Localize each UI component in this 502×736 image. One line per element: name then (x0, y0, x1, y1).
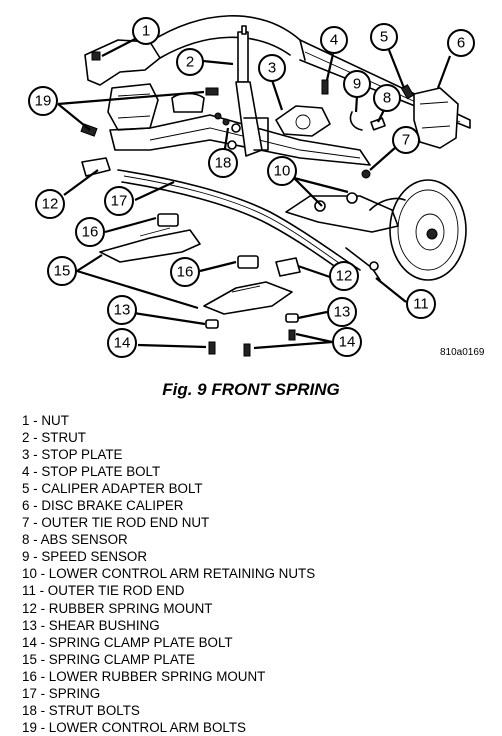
callout-label: 4 (330, 32, 338, 49)
callout-4: 4 (320, 26, 348, 54)
callout-label: 10 (274, 163, 291, 180)
legend-item: 14 - SPRING CLAMP PLATE BOLT (22, 634, 233, 650)
callout-19: 19 (28, 86, 58, 116)
leader-lines (57, 37, 452, 350)
callout-label: 13 (334, 304, 351, 321)
legend-item: 10 - LOWER CONTROL ARM RETAINING NUTS (22, 566, 316, 582)
legend-item: 13 - SHEAR BUSHING (22, 617, 160, 633)
callout-16-left: 16 (75, 217, 105, 247)
callout-label: 15 (54, 263, 71, 280)
legend-item: 4 - STOP PLATE BOLT (22, 464, 161, 480)
callout-13-right: 13 (327, 297, 357, 327)
figure-code: 810a0169 (440, 347, 485, 358)
callout-13-left: 13 (107, 295, 137, 325)
callout-16-right: 16 (170, 257, 200, 287)
callout-label: 18 (215, 155, 232, 172)
callout-label: 12 (42, 196, 59, 213)
callout-12-left: 12 (35, 189, 65, 219)
callout-label: 14 (114, 335, 131, 352)
legend-item: 19 - LOWER CONTROL ARM BOLTS (22, 719, 246, 735)
callout-17: 17 (104, 186, 134, 216)
callout-14-right: 14 (332, 327, 362, 357)
callout-8: 8 (373, 84, 401, 112)
callout-1: 1 (132, 17, 160, 45)
legend-item: 5 - CALIPER ADAPTER BOLT (22, 481, 203, 497)
legend-item: 6 - DISC BRAKE CALIPER (22, 498, 184, 514)
callout-label: 7 (402, 132, 410, 149)
callout-2: 2 (176, 48, 204, 76)
legend-item: 8 - ABS SENSOR (22, 532, 128, 548)
legend-item: 1 - NUT (22, 413, 69, 428)
callout-10: 10 (267, 156, 297, 186)
legend-item: 17 - SPRING (22, 685, 101, 701)
callout-label: 14 (339, 334, 356, 351)
legend-item: 16 - LOWER RUBBER SPRING MOUNT (22, 668, 266, 684)
callout-label: 9 (353, 76, 361, 93)
legend-item: 2 - STRUT (22, 430, 86, 446)
callout-label: 3 (268, 60, 276, 77)
callout-12-right: 12 (329, 261, 359, 291)
callout-11: 11 (406, 289, 436, 319)
parts-legend: 1 - NUT 2 - STRUT 3 - STOP PLATE 4 - STO… (22, 412, 315, 736)
callout-7: 7 (392, 126, 420, 154)
callout-label: 6 (457, 35, 465, 52)
front-spring-diagram: 1 2 3 4 5 6 7 8 9 10 11 12 12 13 13 14 1… (28, 15, 475, 358)
callout-15: 15 (47, 256, 77, 286)
callout-label: 1 (142, 23, 150, 40)
legend-item: 3 - STOP PLATE (22, 447, 123, 463)
legend-item: 11 - OUTER TIE ROD END (22, 583, 185, 599)
callout-label: 16 (177, 264, 194, 281)
callout-label: 8 (383, 90, 391, 107)
callout-3: 3 (258, 54, 286, 82)
callout-label: 16 (82, 224, 99, 241)
callout-5: 5 (370, 23, 398, 51)
callout-label: 12 (336, 268, 353, 285)
callout-14-left: 14 (107, 328, 137, 358)
callout-label: 17 (111, 193, 128, 210)
callout-label: 13 (114, 302, 131, 319)
legend-item: 12 - RUBBER SPRING MOUNT (22, 600, 213, 616)
figure-caption: Fig. 9 FRONT SPRING (162, 380, 340, 399)
callout-label: 5 (380, 29, 388, 46)
legend-item: 9 - SPEED SENSOR (22, 549, 148, 565)
legend-item: 7 - OUTER TIE ROD END NUT (22, 515, 210, 531)
legend-item: 18 - STRUT BOLTS (22, 702, 140, 718)
callout-9: 9 (343, 70, 371, 98)
callout-label: 19 (35, 93, 52, 110)
callout-18: 18 (208, 148, 238, 178)
suspension-illustration (80, 15, 471, 357)
callout-label: 2 (186, 54, 194, 71)
callout-6: 6 (447, 29, 475, 57)
legend-item: 15 - SPRING CLAMP PLATE (22, 651, 195, 667)
callout-label: 11 (413, 296, 429, 313)
